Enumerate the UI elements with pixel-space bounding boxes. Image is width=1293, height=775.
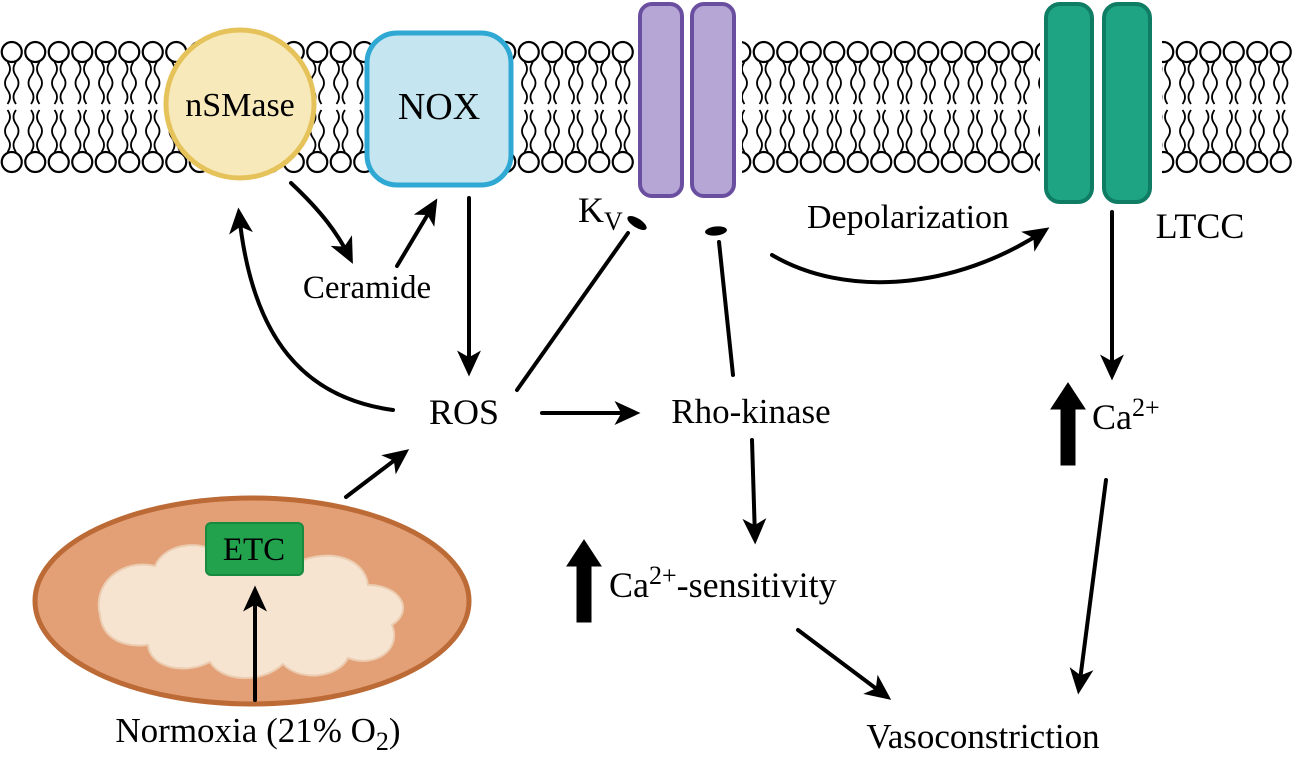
arrow-calcium-to-vasoconstriction: [1069, 478, 1108, 695]
normoxia-label: Normoxia (21% O2): [115, 711, 400, 756]
rho-kinase-label: Rho-kinase: [671, 392, 830, 431]
nsmase-enzyme: nSMase: [163, 27, 317, 181]
arrow-depolarization-to-ltcc: [770, 227, 1050, 285]
nox-label: NOX: [398, 86, 480, 128]
ceramide-label: Ceramide: [303, 270, 431, 306]
increase-arrow-calcium: [1050, 382, 1086, 466]
nsmase-label: nSMase: [185, 87, 295, 124]
ltcc-channel-right-subunit: [1102, 2, 1152, 204]
kv-channel-left-subunit: [638, 2, 684, 198]
depolarization-label: Depolarization: [807, 199, 1009, 236]
kv-channel: [634, 0, 742, 200]
arrow-etc-to-ros: [344, 449, 410, 499]
etc-box: [205, 522, 304, 576]
ca-sensitivity-label: Ca2+-sensitivity: [609, 561, 837, 605]
arrow-nsmase-to-ceramide: [289, 181, 353, 264]
kv-label: KV: [578, 190, 623, 236]
mitochondrion: ETC: [32, 495, 472, 707]
arrow-ros-to-nsmase: [229, 207, 395, 412]
etc-label: ETC: [223, 532, 285, 568]
nsmase-circle: [163, 27, 317, 181]
vasoconstriction-label: Vasoconstriction: [866, 717, 1099, 756]
inhibition-rho-kinase-to-kv: [705, 226, 735, 377]
ros-label: ROS: [429, 392, 499, 432]
nox-enzyme: NOX: [364, 30, 514, 188]
arrow-ca-sensitivity-to-vasoconstriction: [796, 628, 892, 700]
ltcc-channel: [1040, 0, 1162, 206]
kv-channel-right-subunit: [690, 2, 736, 198]
increase-arrow-ca-sensitivity: [566, 539, 602, 623]
inhibition-ros-to-kv: [515, 216, 647, 392]
ltcc-channel-left-subunit: [1044, 2, 1094, 204]
arrow-ceramide-to-nox: [395, 198, 438, 268]
calcium-label: Ca2+: [1092, 393, 1160, 437]
ltcc-label: LTCC: [1156, 206, 1245, 246]
arrow-rho-kinase-to-ca-sensitivity: [742, 438, 767, 545]
nox-box: [364, 30, 514, 188]
